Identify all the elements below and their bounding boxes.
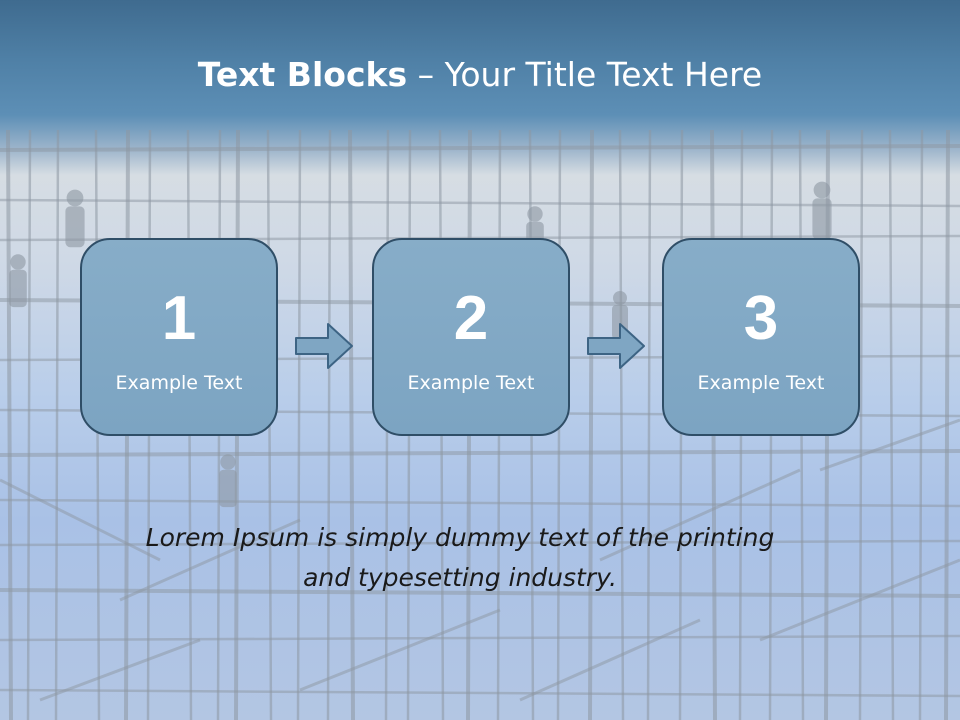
body-text-line-2: and typesetting industry.: [303, 563, 617, 592]
body-text: Lorem Ipsum is simply dummy text of the …: [80, 518, 840, 598]
block-number: 2: [453, 284, 489, 353]
body-text-line-1: Lorem Ipsum is simply dummy text of the …: [145, 523, 775, 552]
right-arrow-icon: [587, 323, 645, 369]
slide-title: Text Blocks – Your Title Text Here: [0, 52, 960, 98]
title-dash: –: [417, 55, 435, 94]
block-number: 3: [743, 284, 779, 353]
text-block-3: 3 Example Text: [662, 238, 860, 436]
block-label: Example Text: [697, 372, 825, 394]
block-number: 1: [161, 284, 197, 353]
title-bold-part: Text Blocks: [197, 55, 408, 94]
text-block-1: 1 Example Text: [80, 238, 278, 436]
title-rest: Your Title Text Here: [444, 55, 763, 94]
text-block-2: 2 Example Text: [372, 238, 570, 436]
block-label: Example Text: [407, 372, 535, 394]
block-label: Example Text: [115, 372, 243, 394]
right-arrow-icon: [295, 323, 353, 369]
